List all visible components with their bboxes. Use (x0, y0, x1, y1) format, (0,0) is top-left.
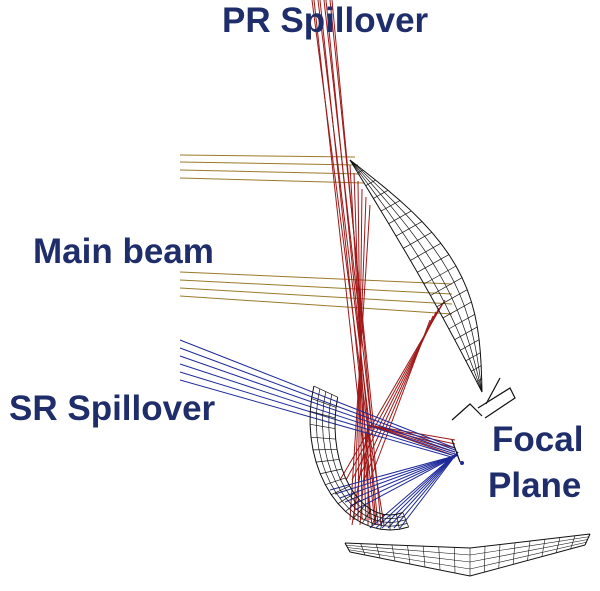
plane-label: Plane (488, 466, 581, 506)
pr-spillover-rays (312, 0, 455, 525)
main-beam-ray (180, 296, 452, 314)
focal-label: Focal (492, 420, 583, 460)
main-beam-ray (180, 178, 364, 183)
pr-spillover-label: PR Spillover (222, 1, 428, 41)
pr-spillover-ray (368, 425, 455, 440)
primary-mirror-rib (437, 290, 467, 307)
pr-spillover-ray (368, 425, 455, 444)
focal-plane-horn (478, 388, 515, 418)
bottom-reflector-rib (484, 546, 485, 572)
sr-spillover-ray (388, 452, 458, 528)
primary-mirror-rib (455, 327, 478, 340)
primary-mirror-rib (431, 278, 463, 296)
pr-spillover-ray (370, 320, 430, 480)
focal-point (460, 461, 464, 465)
main-beam-ray (180, 288, 452, 304)
primary-mirror-rib (417, 255, 449, 273)
focal-plane-horn (486, 378, 500, 404)
primary-mirror-rib (424, 266, 456, 284)
main-beam-label: Main beam (33, 232, 214, 272)
bottom-reflector-meshline (346, 537, 589, 555)
primary-mirror-rib (460, 340, 479, 351)
sr-spillover-ray (180, 372, 455, 456)
secondary-mirror-rib (314, 386, 338, 397)
primary-mirror-rib (466, 353, 481, 361)
main-beam-ray (180, 155, 355, 157)
main-beam-rays (180, 155, 452, 314)
main-beam-ray (180, 162, 358, 165)
sr-spillover-label: SR Spillover (9, 389, 215, 429)
bottom-reflector-edge (350, 545, 585, 576)
sr-spillover-ray (340, 455, 458, 498)
bottom-reflector-rib (585, 534, 590, 545)
sr-spillover-ray (376, 452, 458, 528)
focal-plane-bracket (452, 404, 482, 420)
sr-spillover-rays (180, 340, 458, 528)
pr-spillover-ray (324, 0, 372, 430)
secondary-mirror-rib (320, 469, 342, 474)
sr-spillover-ray (180, 380, 455, 458)
bottom-reflector (345, 534, 590, 576)
bottom-reflector-rib (454, 547, 455, 573)
